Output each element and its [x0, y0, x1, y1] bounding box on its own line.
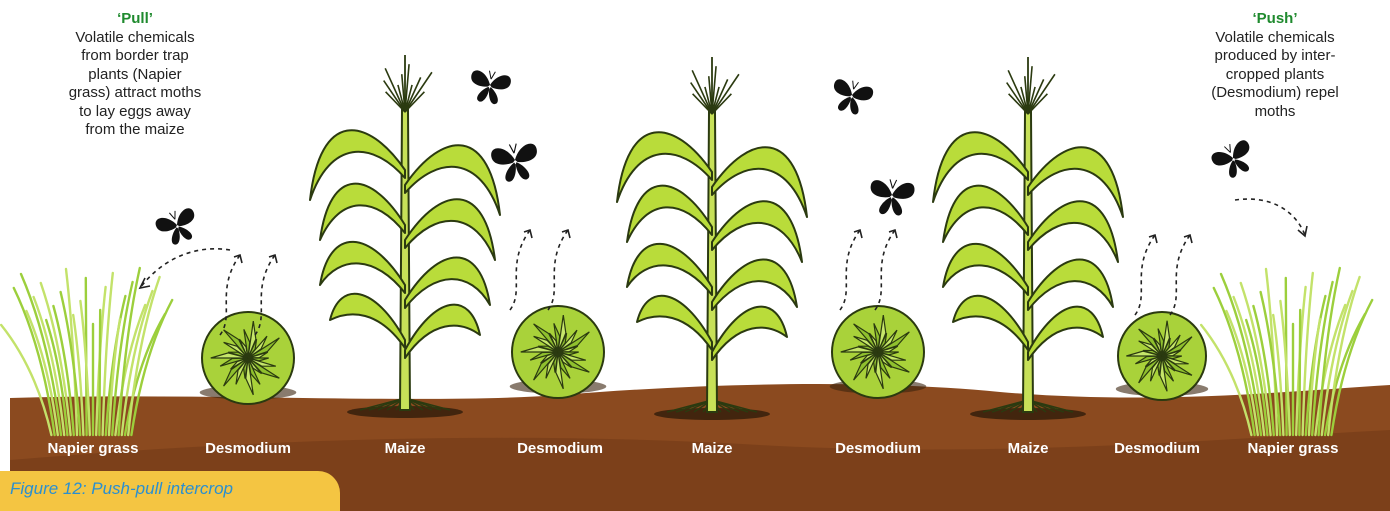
- scent-arrow-5: [840, 230, 862, 310]
- moth-3: [490, 141, 541, 184]
- push-description: Volatile chemicals produced by inter- cr…: [1185, 29, 1365, 122]
- label-maize-1: Maize: [385, 440, 426, 457]
- label-desmodium-2: Desmodium: [517, 440, 603, 457]
- maize-plant-1: [310, 55, 500, 418]
- figure-caption-box: Figure 12: Push-pull intercrop: [0, 471, 340, 511]
- scent-arrow-7: [1135, 235, 1157, 315]
- maize-plant-3: [933, 57, 1123, 420]
- push-title: ‘Push’: [1185, 10, 1365, 29]
- maize-plant-2: [617, 57, 807, 420]
- moth-2: [467, 68, 512, 107]
- pull-arrow: [140, 249, 230, 288]
- scent-arrow-8: [1170, 235, 1192, 315]
- moth-4: [828, 76, 875, 117]
- desmodium-bush-1: [200, 312, 297, 404]
- moth-6: [1209, 137, 1259, 183]
- scent-arrow-4: [548, 230, 570, 310]
- pull-arrowhead: [140, 278, 150, 288]
- pull-caption: ‘Pull’ Volatile chemicals from border tr…: [30, 10, 240, 140]
- scent-arrows-layer: [140, 199, 1307, 335]
- label-maize-2: Maize: [692, 440, 733, 457]
- label-napier-grass-right: Napier grass: [1248, 440, 1339, 457]
- figure-caption: Figure 12: Push-pull intercrop: [10, 479, 233, 499]
- desmodium-bush-2: [510, 306, 607, 398]
- desmodium-bush-3: [830, 306, 927, 398]
- moth-5: [868, 178, 915, 217]
- label-maize-3: Maize: [1008, 440, 1049, 457]
- desmodium-bush-4: [1116, 312, 1208, 400]
- pull-title: ‘Pull’: [30, 10, 240, 29]
- scent-arrow-6: [875, 230, 897, 310]
- moth-1: [153, 205, 202, 249]
- label-desmodium-1: Desmodium: [205, 440, 291, 457]
- scent-arrow-3: [510, 230, 532, 310]
- label-desmodium-3: Desmodium: [835, 440, 921, 457]
- push-arrow: [1235, 199, 1305, 235]
- label-napier-grass-left: Napier grass: [48, 440, 139, 457]
- push-caption: ‘Push’ Volatile chemicals produced by in…: [1185, 10, 1365, 121]
- pull-description: Volatile chemicals from border trap plan…: [30, 29, 240, 140]
- label-desmodium-4: Desmodium: [1114, 440, 1200, 457]
